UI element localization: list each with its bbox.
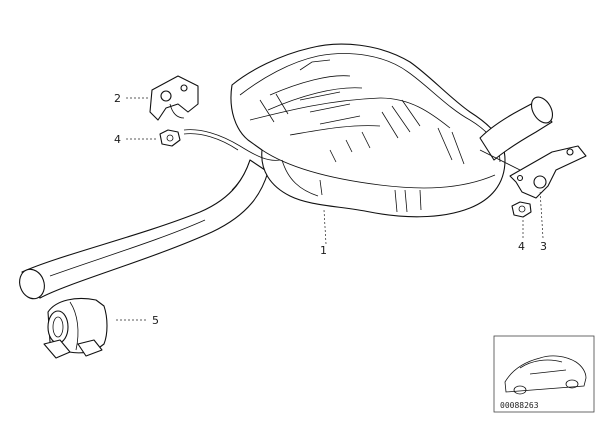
left-nut [159, 129, 181, 147]
pipe-clamp [43, 297, 108, 359]
rear-muffler [230, 43, 506, 218]
leader-lines [116, 97, 544, 321]
callout-1: 1 [320, 244, 327, 257]
right-nut [511, 201, 532, 218]
right-bracket [509, 145, 587, 199]
callout-2: 2 [114, 92, 121, 105]
front-pipe [19, 159, 269, 300]
callout-5: 5 [152, 314, 159, 327]
vehicle-thumbnail [493, 335, 595, 413]
tail-pipe [479, 96, 554, 161]
callout-4-left: 4 [114, 133, 121, 146]
doc-number: 00088263 [500, 401, 539, 410]
left-bracket [149, 75, 199, 121]
callout-4-right: 4 [518, 240, 525, 253]
callout-3: 3 [540, 240, 547, 253]
